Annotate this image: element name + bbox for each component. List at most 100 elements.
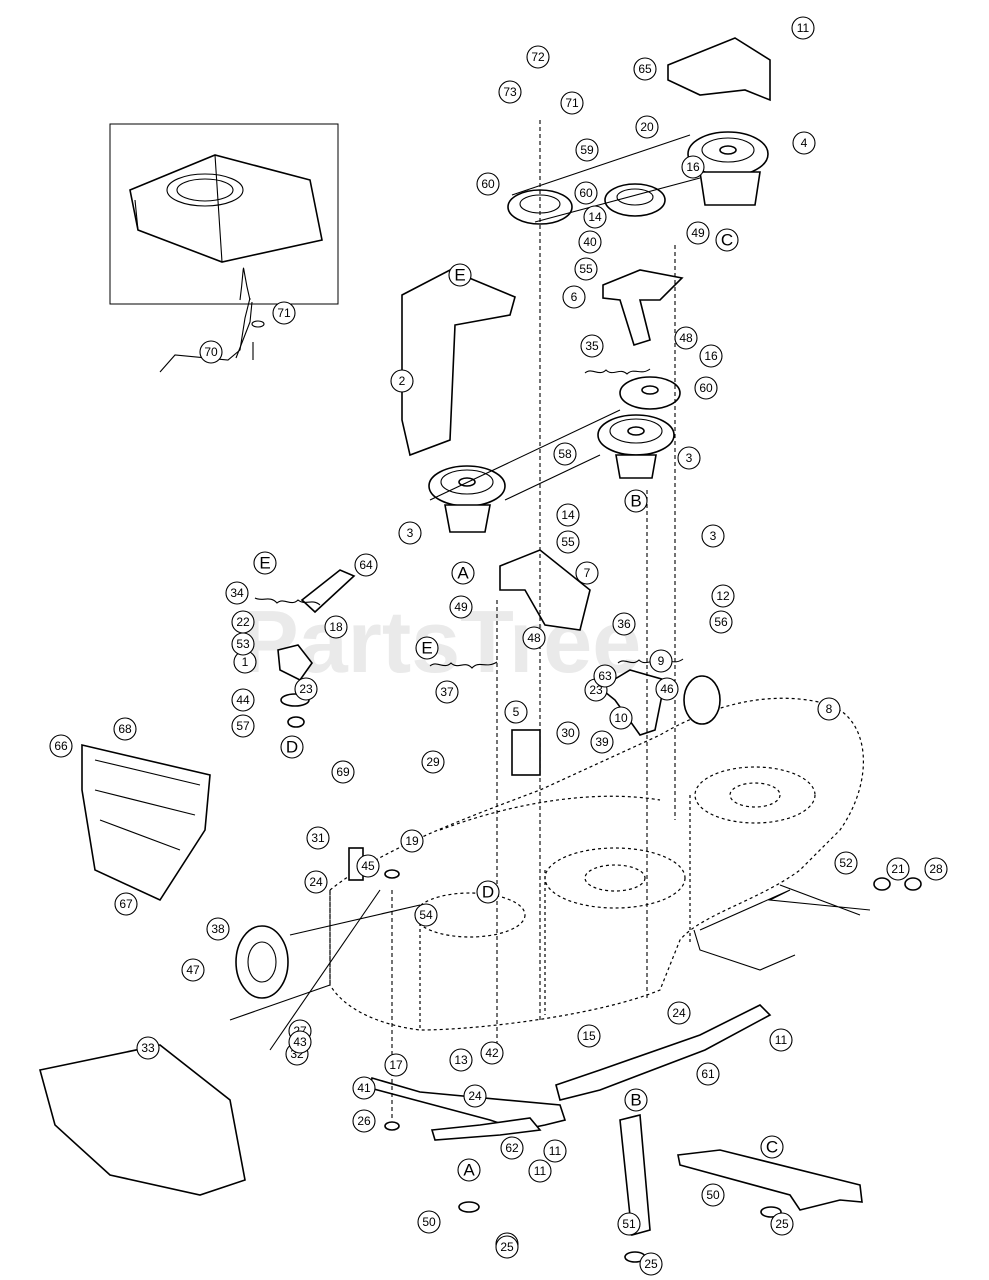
callout-number: 68 — [118, 722, 132, 736]
callout-circle — [400, 829, 424, 853]
callout-number: 26 — [357, 1114, 371, 1128]
part-callout-6: 6 — [562, 285, 586, 309]
callout-number: 70 — [204, 345, 218, 359]
callout-number: 31 — [311, 831, 325, 845]
callout-circle — [556, 530, 580, 554]
callout-circle — [575, 561, 599, 585]
callout-circle — [635, 115, 659, 139]
callout-circle — [522, 626, 546, 650]
part-callout-25: 25 — [495, 1235, 519, 1259]
callout-number: 48 — [527, 631, 541, 645]
callout-circle — [649, 649, 673, 673]
callout-number: 9 — [658, 654, 665, 668]
callout-circle — [272, 301, 296, 325]
callout-number: 51 — [622, 1217, 636, 1231]
callout-circle — [390, 369, 414, 393]
callout-number: 67 — [119, 897, 133, 911]
callout-circle — [225, 581, 249, 605]
callout-number: 5 — [513, 705, 520, 719]
part-callout-22: 22 — [231, 610, 255, 634]
part-callout-17: 17 — [384, 1053, 408, 1077]
belt-covers — [401, 37, 771, 457]
part-callout-71: 71 — [560, 91, 584, 115]
letter-text: A — [457, 564, 469, 583]
part-callout-58: 58 — [553, 442, 577, 466]
callout-number: 56 — [714, 615, 728, 629]
callout-number: 69 — [336, 765, 350, 779]
callout-number: 45 — [361, 859, 375, 873]
callout-number: 24 — [309, 875, 323, 889]
part-callout-14: 14 — [583, 205, 607, 229]
callout-number: 39 — [595, 735, 609, 749]
callout-number: 63 — [598, 669, 612, 683]
callout-circle — [886, 857, 910, 881]
callout-number: 25 — [775, 1217, 789, 1231]
callout-circle — [114, 892, 138, 916]
callout-circle — [504, 700, 528, 724]
callout-circle — [696, 1062, 720, 1086]
callout-circle — [694, 376, 718, 400]
callout-number: 25 — [500, 1240, 514, 1254]
callout-number: 59 — [580, 143, 594, 157]
assembly-letter-C: C — [715, 228, 739, 252]
callout-circle — [352, 1076, 376, 1100]
callout-number: 7 — [584, 566, 591, 580]
callout-number: 61 — [701, 1067, 715, 1081]
part-callout-19: 19 — [400, 829, 424, 853]
callout-circle — [495, 1235, 519, 1259]
callout-circle — [701, 524, 725, 548]
letter-text: B — [630, 492, 641, 511]
callout-circle — [593, 664, 617, 688]
callout-number: 11 — [797, 21, 810, 35]
letter-circle — [457, 1158, 481, 1182]
part-callout-23: 23 — [294, 677, 318, 701]
callout-number: 73 — [503, 85, 517, 99]
callout-circle — [199, 340, 223, 364]
part-callout-8: 8 — [817, 697, 841, 721]
letter-circle — [624, 1088, 648, 1112]
callout-circle — [231, 688, 255, 712]
callout-number: 23 — [299, 682, 313, 696]
callout-number: 43 — [293, 1035, 307, 1049]
letter-text: E — [259, 554, 270, 573]
callout-circle — [435, 680, 459, 704]
callout-number: 19 — [405, 834, 419, 848]
callout-number: 64 — [359, 558, 373, 572]
part-callout-56: 56 — [709, 610, 733, 634]
callout-circle — [770, 1212, 794, 1236]
callout-number: 42 — [485, 1046, 499, 1060]
part-callout-11: 11 — [528, 1159, 552, 1183]
callout-circle — [231, 632, 255, 656]
callout-number: 52 — [839, 856, 853, 870]
callout-number: 28 — [929, 862, 943, 876]
part-callout-28: 28 — [924, 857, 948, 881]
callout-circle — [574, 181, 598, 205]
part-callout-50: 50 — [417, 1210, 441, 1234]
part-callout-38: 38 — [206, 917, 230, 941]
inset-engine-mount — [109, 123, 339, 373]
callout-number: 17 — [389, 1058, 403, 1072]
callout-circle — [528, 1159, 552, 1183]
part-callout-35: 35 — [580, 334, 604, 358]
callout-circle — [417, 1210, 441, 1234]
part-callout-2: 2 — [390, 369, 414, 393]
part-callout-16: 16 — [699, 344, 723, 368]
callout-number: 66 — [54, 739, 68, 753]
callout-circle — [556, 721, 580, 745]
part-callout-46: 46 — [655, 677, 679, 701]
letter-circle — [624, 489, 648, 513]
callout-circle — [575, 138, 599, 162]
part-callout-24: 24 — [304, 870, 328, 894]
callout-circle — [136, 1036, 160, 1060]
callout-number: 3 — [686, 451, 693, 465]
callout-circle — [792, 131, 816, 155]
callout-circle — [699, 344, 723, 368]
part-callout-25: 25 — [770, 1212, 794, 1236]
callout-number: 11 — [775, 1033, 788, 1047]
callout-number: 12 — [716, 589, 730, 603]
part-callout-65: 65 — [633, 57, 657, 81]
callout-number: 54 — [419, 908, 433, 922]
shaft-centerlines — [391, 120, 676, 1120]
assembly-letter-C: C — [760, 1135, 784, 1159]
mower-deck — [229, 697, 864, 1051]
